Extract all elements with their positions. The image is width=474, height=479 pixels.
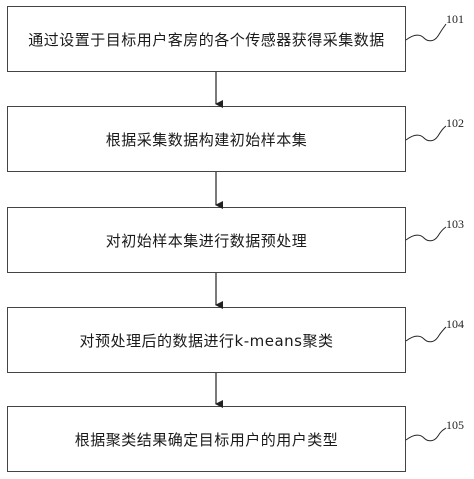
step-text-105: 根据聚类结果确定目标用户的用户类型 [74,430,339,449]
step-text-102: 根据采集数据构建初始样本集 [105,130,308,149]
leader-103 [405,226,447,242]
step-box-104: 对预处理后的数据进行k-means聚类 [7,307,406,373]
step-box-105: 根据聚类结果确定目标用户的用户类型 [7,406,406,472]
step-box-103: 对初始样本集进行数据预处理 [7,207,406,273]
leader-101 [405,23,447,42]
step-ref-105: 105 [446,418,464,432]
step-box-102: 根据采集数据构建初始样本集 [7,106,406,172]
step-ref-103: 103 [446,217,464,231]
leader-105 [405,427,447,442]
step-text-104: 对预处理后的数据进行k-means聚类 [79,331,334,350]
step-box-101: 通过设置于目标用户客房的各个传感器获得采集数据 [7,6,406,72]
step-text-101: 通过设置于目标用户客房的各个传感器获得采集数据 [28,30,385,49]
step-ref-104: 104 [446,317,464,331]
step-ref-101: 101 [446,12,464,26]
step-text-103: 对初始样本集进行数据预处理 [105,231,308,250]
step-ref-102: 102 [446,116,464,130]
leader-102 [405,125,447,142]
leader-104 [405,326,447,343]
